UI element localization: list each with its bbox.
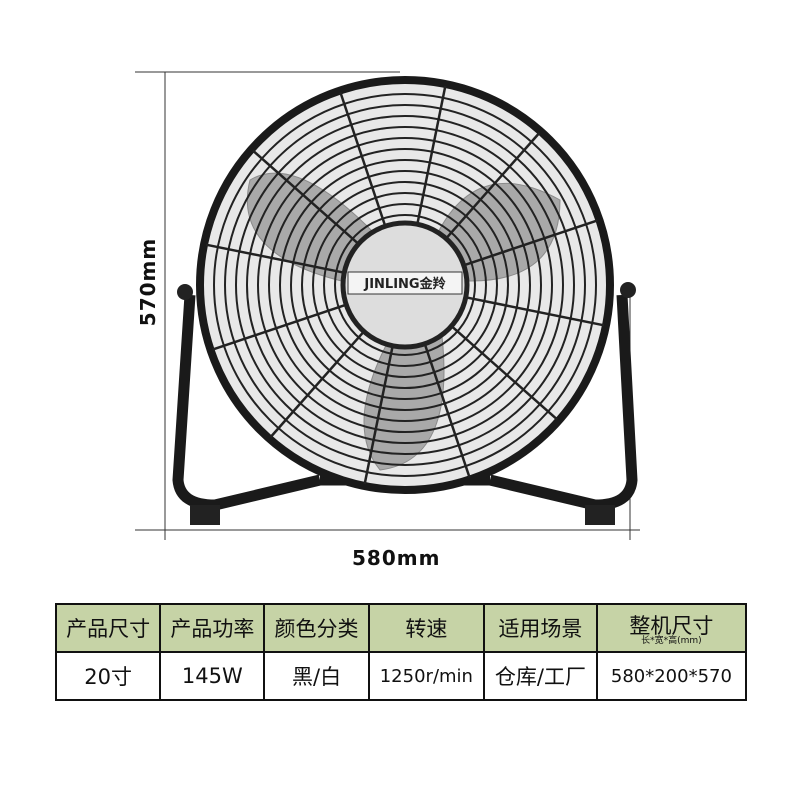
guard-ring: [213, 93, 597, 477]
guard-ring: [334, 214, 476, 356]
guard-ring: [312, 192, 498, 378]
guard-spoke: [423, 343, 471, 478]
guard-ring: [224, 104, 586, 466]
table-row: 20寸 145W 黑/白 1250r/min 仓库/工厂 580*200*570: [54, 651, 748, 701]
spec-table: 产品尺寸 产品功率 颜色分类 转速 适用场景 整机尺寸长*宽*高(mm) 20寸…: [54, 603, 748, 701]
width-dimension-label: 580mm: [352, 546, 441, 570]
value-cell: 145W: [159, 651, 266, 701]
value-cell: 580*200*570: [595, 651, 748, 701]
header-cell: 产品尺寸: [54, 603, 162, 653]
guard-ring: [301, 181, 509, 389]
guard-spoke: [445, 132, 541, 240]
guard-ring: [279, 159, 531, 411]
guard-ring: [246, 126, 564, 444]
guard-spoke: [363, 345, 394, 485]
guard-ring: [235, 115, 575, 455]
header-cell: 产品功率: [159, 603, 266, 653]
guard-ring: [323, 203, 487, 367]
guard-spoke: [463, 219, 598, 267]
guard-spoke: [450, 325, 558, 421]
left-foot: [190, 505, 220, 525]
value-cell: 仓库/工厂: [483, 651, 598, 701]
guard-spoke: [416, 85, 447, 225]
table-header-row: 产品尺寸 产品功率 颜色分类 转速 适用场景 整机尺寸长*宽*高(mm): [54, 603, 748, 653]
value-cell: 黑/白: [263, 651, 370, 701]
right-foot: [585, 505, 615, 525]
value-cell: 20寸: [54, 651, 162, 701]
guard-spoke: [269, 330, 365, 438]
height-dimension-label: 570mm: [136, 237, 161, 327]
guard-spoke: [205, 243, 345, 274]
guard-ring: [268, 148, 542, 422]
value-cell: 1250r/min: [367, 651, 486, 701]
guard-spoke: [465, 296, 605, 327]
guard-ring: [257, 137, 553, 433]
header-cell: 转速: [367, 603, 486, 653]
header-cell: 适用场景: [483, 603, 598, 653]
header-cell: 整机尺寸长*宽*高(mm): [595, 603, 748, 653]
guard-spoke: [212, 303, 347, 351]
header-cell: 颜色分类: [263, 603, 370, 653]
guard-ring: [290, 170, 520, 400]
fan-illustration: JINLING金羚: [135, 71, 640, 540]
guard-spoke: [252, 149, 360, 245]
guard-spoke: [339, 92, 387, 227]
brand-logo: JINLING金羚: [363, 276, 446, 292]
